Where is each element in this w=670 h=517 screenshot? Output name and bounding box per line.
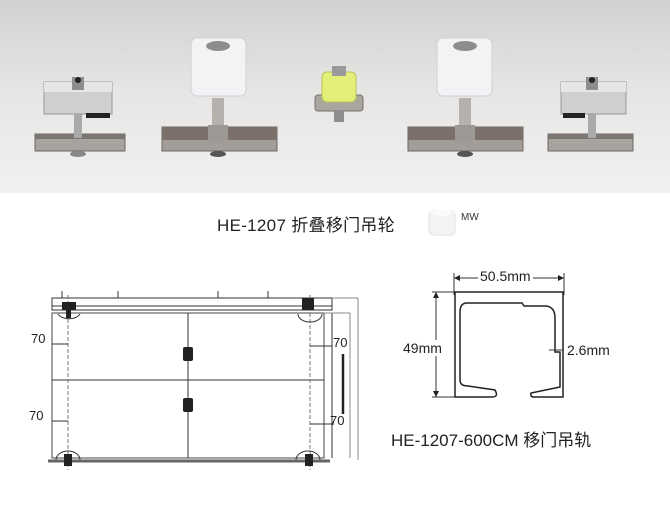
dimension-label: 70 <box>333 335 348 350</box>
dimension-label: 70 <box>31 331 46 346</box>
center-pivot <box>314 66 364 122</box>
guide-clamp-left <box>34 77 126 157</box>
material-swatch-icon <box>428 210 456 236</box>
rail-caption: HE-1207-600CM 移门吊轨 <box>391 431 592 450</box>
product-photo-art <box>34 37 634 157</box>
caption-model: HE-1207 <box>217 216 287 235</box>
product-photo <box>0 0 670 193</box>
rail-thickness-label: 2.6mm <box>567 342 610 358</box>
dimension-label: 70 <box>330 413 345 428</box>
material-label: MW <box>461 212 479 223</box>
roller-hanger-left <box>161 37 278 157</box>
caption-model-name: HE-1207 折叠移门吊轮 <box>217 211 395 236</box>
guide-clamp-right <box>547 77 634 152</box>
rail-width-label: 50.5mm <box>478 268 533 284</box>
roller-hanger-right <box>407 37 524 157</box>
caption-name: 折叠移门吊轮 <box>291 216 396 235</box>
rail-height-label: 49mm <box>403 340 442 356</box>
product-caption: HE-1207 折叠移门吊轮 MW <box>0 208 670 238</box>
dimension-label: 70 <box>29 408 44 423</box>
